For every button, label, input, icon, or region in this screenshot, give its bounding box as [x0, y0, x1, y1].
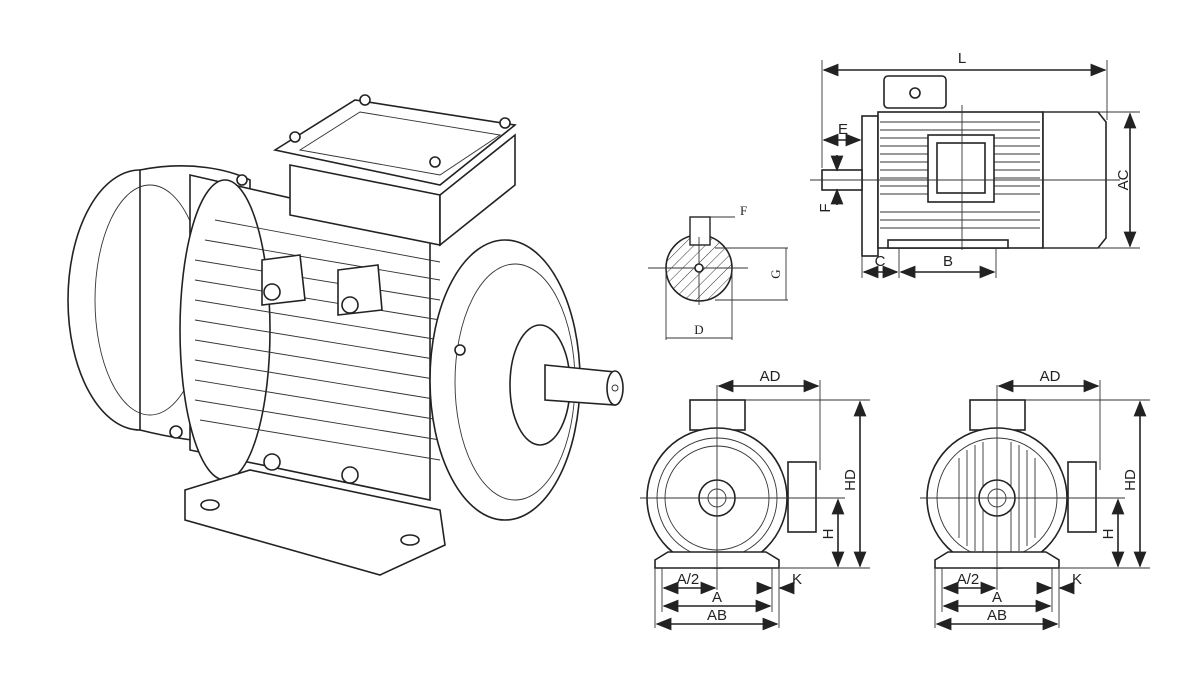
dim-label-AD: AD [760, 368, 781, 385]
shaft-cross-section: F G D [648, 203, 788, 340]
motor-isometric-illustration [67, 94, 624, 576]
side-view-drawing: L E F AC C B [810, 50, 1140, 279]
dim-label-F-side: F [817, 203, 834, 212]
dim-label-A-half: A/2 [677, 571, 700, 588]
dim-label-H: H [1100, 529, 1117, 540]
front-view-right: AD HD H A/2 A AB K [920, 368, 1150, 631]
dim-label-A: A [992, 589, 1002, 606]
dim-label-AB: AB [987, 607, 1007, 624]
dim-label-E: E [838, 121, 848, 138]
dim-label-L: L [958, 50, 966, 67]
dim-label-F-section: F [740, 203, 747, 218]
dim-label-AC: AC [1115, 169, 1132, 190]
front-view-left: AD HD H A/2 A AB K [640, 368, 870, 631]
dim-label-K: K [792, 571, 802, 588]
dim-label-AB: AB [707, 607, 727, 624]
dim-label-D: D [694, 322, 703, 337]
dim-label-A: A [712, 589, 722, 606]
dim-label-B: B [943, 253, 953, 270]
dim-label-K: K [1072, 571, 1082, 588]
dim-label-A-half: A/2 [957, 571, 980, 588]
dim-label-C: C [875, 253, 886, 270]
dim-label-AD: AD [1040, 368, 1061, 385]
dim-label-G: G [768, 269, 783, 278]
dim-label-HD: HD [842, 469, 859, 491]
dim-label-HD: HD [1122, 469, 1139, 491]
dim-label-H: H [820, 529, 837, 540]
